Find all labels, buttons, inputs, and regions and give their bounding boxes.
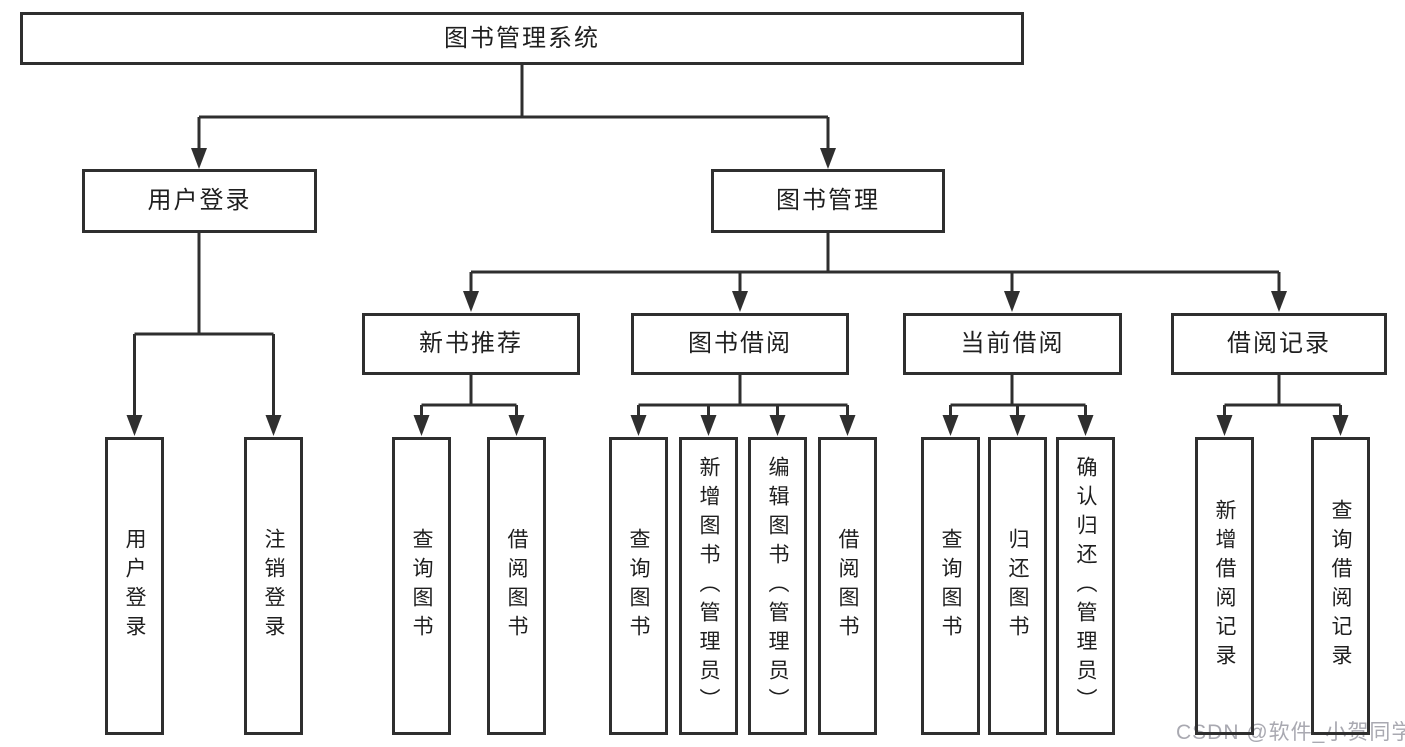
arrowhead [191,148,207,169]
node-borrowing-records: 借阅记录 [1171,313,1387,375]
watermark: CSDN @软件_小贺同学 [1176,721,1405,744]
connector-user-login-to-leaves [126,233,282,436]
leaf-query-books-borrowing: 查询图书 [609,437,668,735]
node-library-system: 图书管理系统 [20,12,1024,65]
leaf-confirm-return-admin: 确认归还（管理员） [1056,437,1115,735]
leaf-query-books-recommend: 查询图书 [392,437,451,735]
leaf-query-borrow-record: 查询借阅记录 [1311,437,1370,735]
arrowhead [1271,291,1287,312]
arrowhead [820,148,836,169]
arrowhead [839,415,856,436]
leaf-add-books-admin: 新增图书（管理员） [679,437,738,735]
leaf-query-books-current: 查询图书 [921,437,980,735]
arrowhead [1332,415,1349,436]
connector-book-management-to-level3 [463,233,1287,312]
leaf-return-books: 归还图书 [988,437,1047,735]
connector-new-book-recommend-to-leaves [413,375,525,436]
node-book-management: 图书管理 [711,169,945,233]
connector-current-borrowing-to-leaves [942,375,1094,436]
node-new-book-recommend: 新书推荐 [362,313,580,375]
arrowhead [463,291,479,312]
leaf-add-borrow-record: 新增借阅记录 [1195,437,1254,735]
leaf-edit-books-admin: 编辑图书（管理员） [748,437,807,735]
arrowhead [265,415,282,436]
node-book-borrowing: 图书借阅 [631,313,849,375]
arrowhead [413,415,430,436]
arrowhead [1009,415,1026,436]
arrowhead [769,415,786,436]
node-current-borrowing: 当前借阅 [903,313,1122,375]
arrowhead [942,415,959,436]
arrowhead [508,415,525,436]
arrowhead [732,291,748,312]
arrowhead [630,415,647,436]
arrowhead [700,415,717,436]
connector-borrowing-records-to-leaves [1216,375,1349,436]
connector-root-to-level2 [191,65,836,169]
arrowhead [1004,291,1020,312]
leaf-borrow-books-borrowing: 借阅图书 [818,437,877,735]
connector-book-borrowing-to-leaves [630,375,856,436]
arrowhead [1077,415,1094,436]
arrowhead [126,415,143,436]
leaf-borrow-books-recommend: 借阅图书 [487,437,546,735]
node-user-login: 用户登录 [82,169,317,233]
leaf-logout: 注销登录 [244,437,303,735]
leaf-user-login: 用户登录 [105,437,164,735]
arrowhead [1216,415,1233,436]
